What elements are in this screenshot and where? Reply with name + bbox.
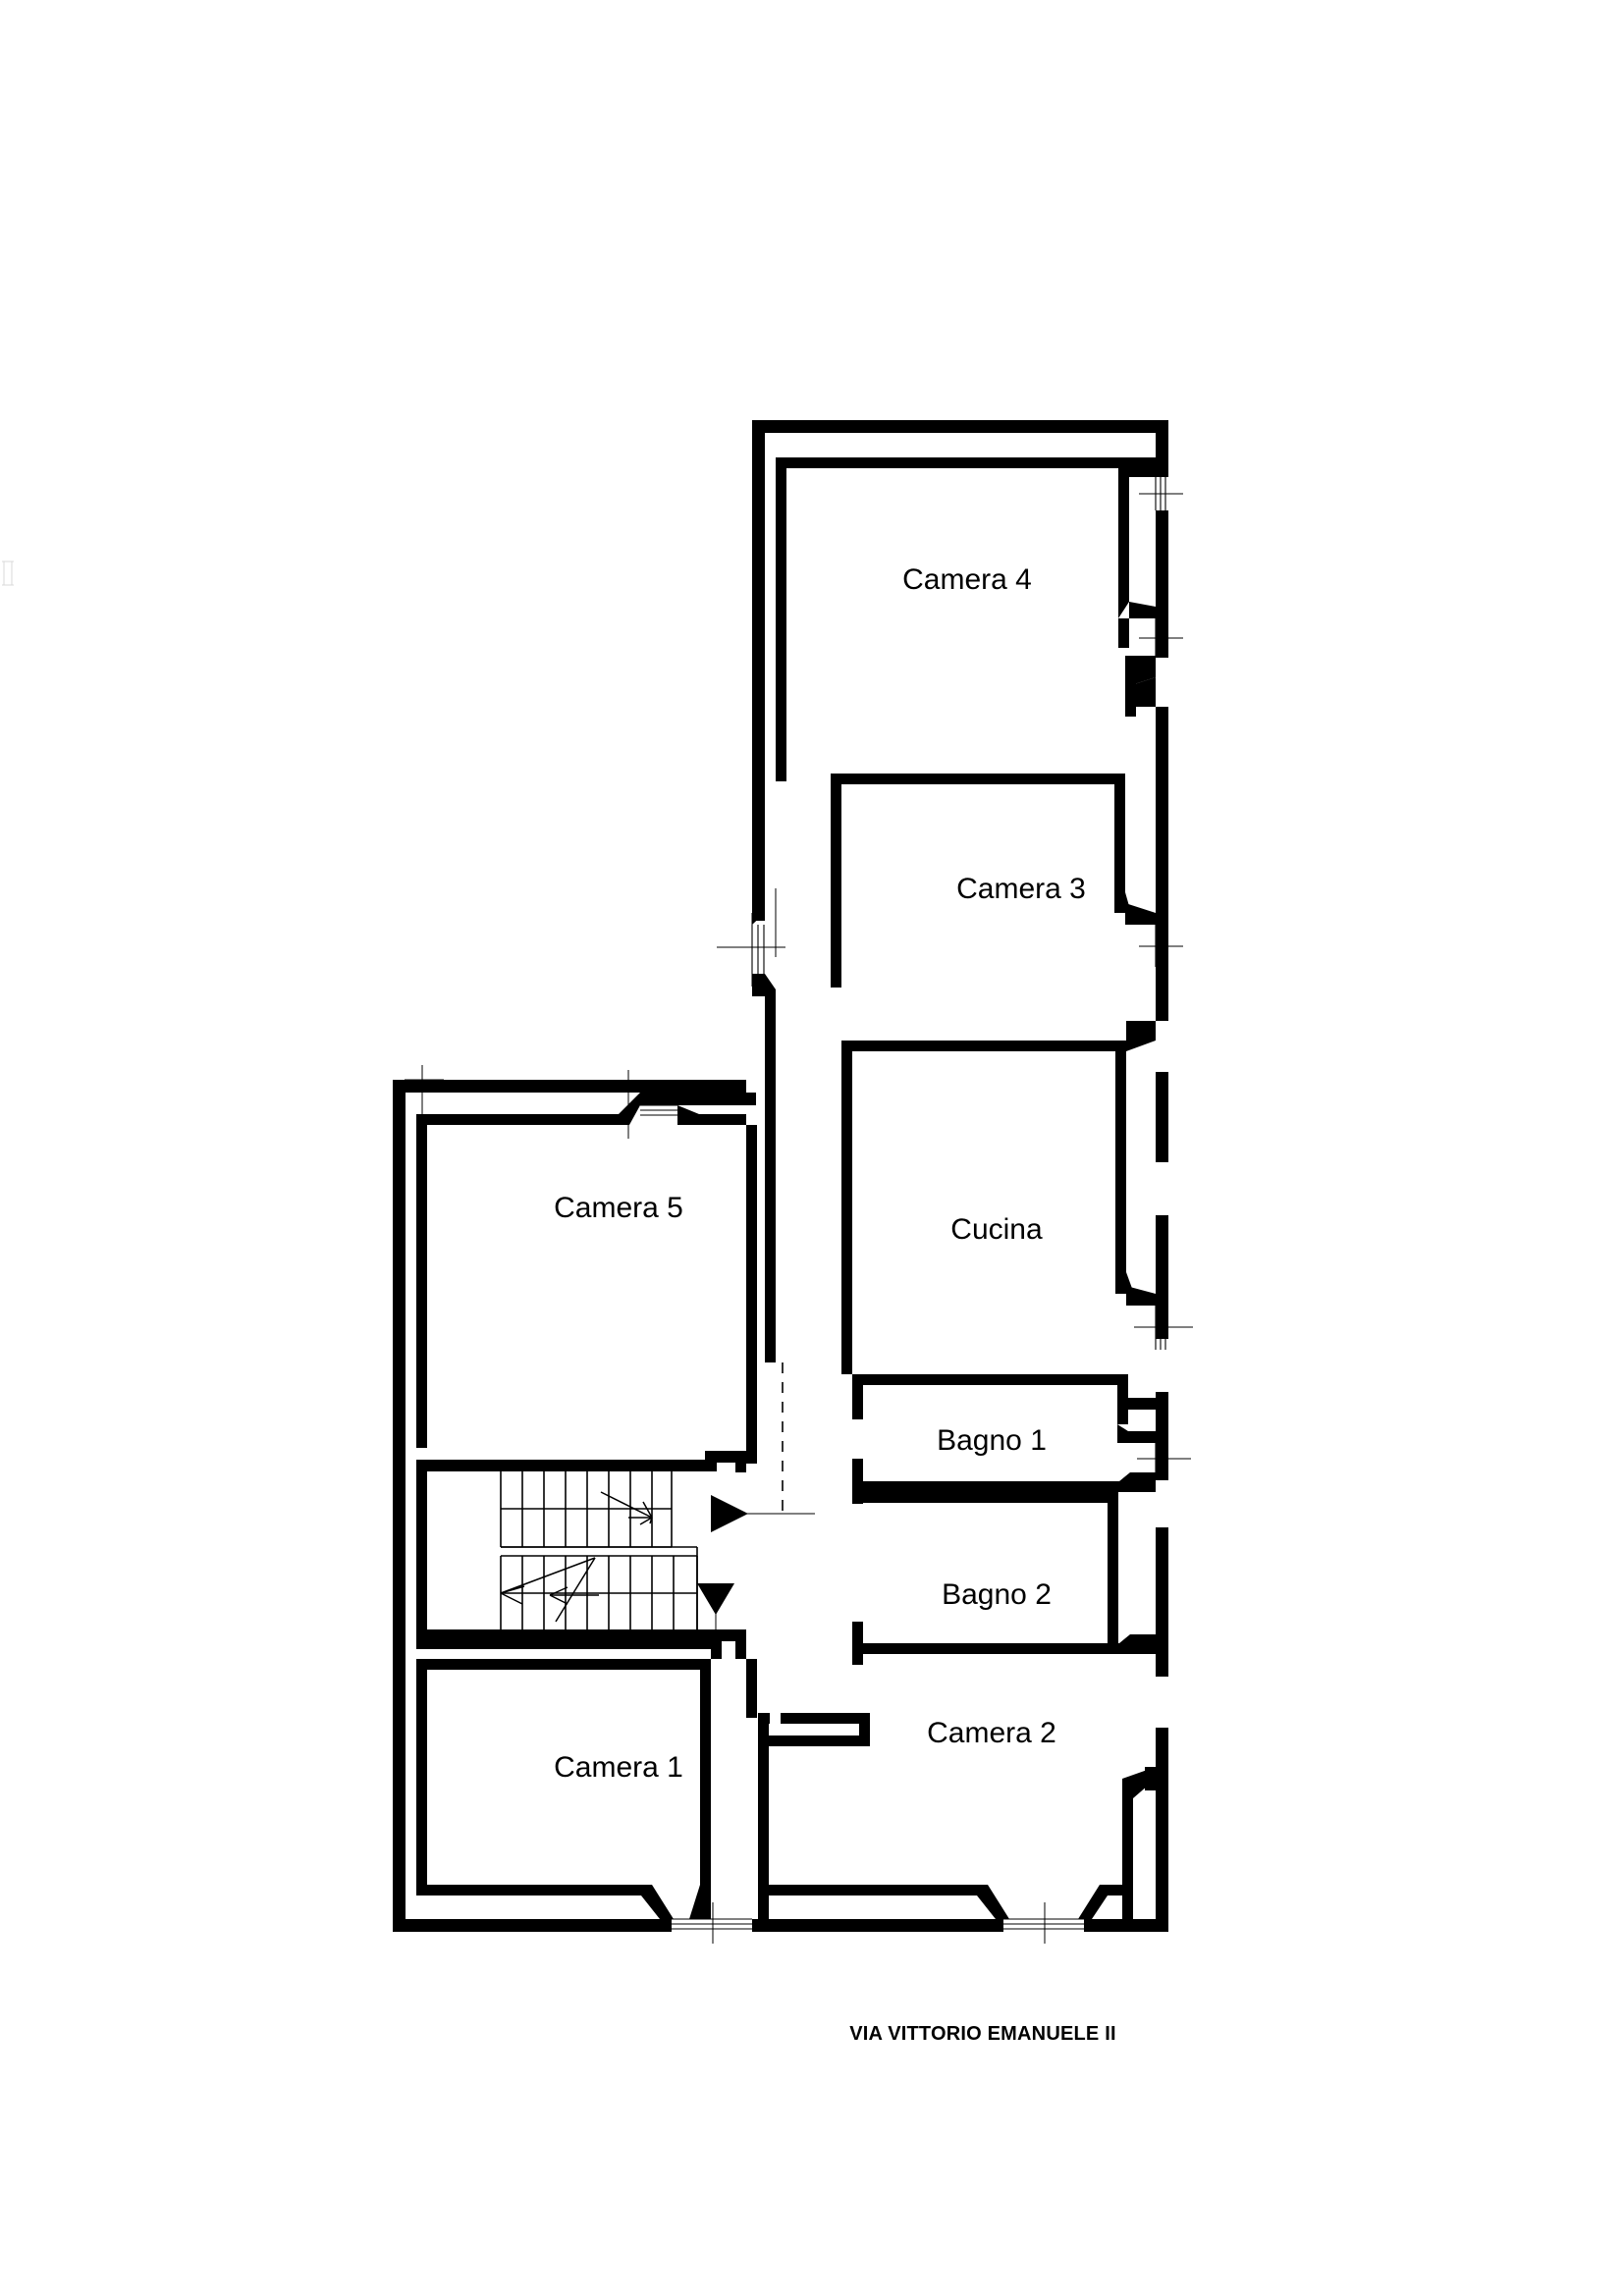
room-label-camera-4: Camera 4 xyxy=(902,563,1032,596)
staircase-lower-flight xyxy=(500,1556,698,1629)
stair-direction-up-marker xyxy=(711,1495,815,1532)
window-bottom-camera1 xyxy=(672,1902,752,1944)
room-label-camera-1: Camera 1 xyxy=(554,1751,683,1784)
corridor-lower-wall xyxy=(746,1659,757,1718)
room-label-bagno-2: Bagno 2 xyxy=(942,1578,1052,1611)
window-right-camera4 xyxy=(1139,477,1183,510)
stair-direction-down-marker xyxy=(697,1583,734,1659)
room-label-camera-2: Camera 2 xyxy=(927,1717,1056,1749)
room-camera-5-walls xyxy=(416,1093,757,1464)
door-camera5-top xyxy=(627,1070,677,1139)
stairwell-walls xyxy=(416,1451,746,1659)
window-bottom-camera2 xyxy=(1003,1902,1084,1944)
room-bagno-2-walls xyxy=(852,1492,1156,1665)
lower-wing-outer-walls xyxy=(393,1080,1168,1932)
room-label-bagno-1: Bagno 1 xyxy=(937,1424,1047,1457)
room-label-camera-5: Camera 5 xyxy=(554,1192,683,1224)
window-right-camera3 xyxy=(1139,925,1183,967)
room-camera-1-walls xyxy=(416,1659,711,1919)
room-camera-4-walls xyxy=(776,457,1156,781)
scan-artifact xyxy=(2,561,14,586)
street-caption: VIA VITTORIO EMANUELE II xyxy=(849,2023,1116,2045)
upper-wing-left-wall-lower xyxy=(717,888,785,1362)
room-label-cucina: Cucina xyxy=(950,1213,1043,1246)
room-camera-2-bottom-wall xyxy=(758,1885,1133,1919)
room-label-camera-3: Camera 3 xyxy=(956,873,1086,905)
dimension-ticks xyxy=(405,888,1180,1460)
window-right-camera4-lower xyxy=(1139,618,1183,656)
window-reveal-camera3 xyxy=(1125,677,1156,707)
room-cucina-walls xyxy=(841,1021,1156,1374)
room-bagno-1-walls xyxy=(852,1374,1156,1504)
window-reveal-camera4-upper xyxy=(1129,457,1156,477)
